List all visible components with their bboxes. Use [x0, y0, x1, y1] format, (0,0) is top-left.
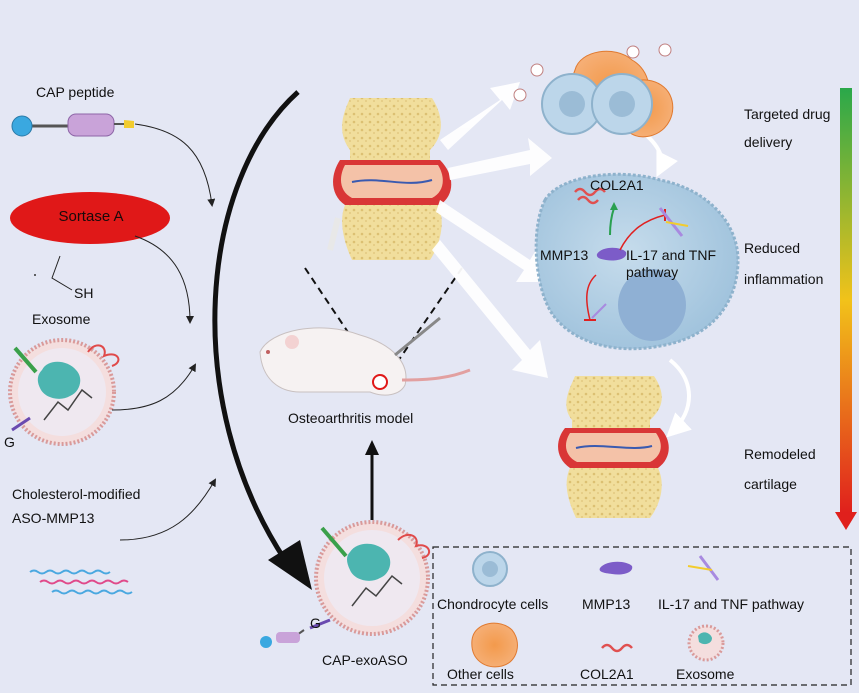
arrow-exosome-to-center — [111, 363, 196, 411]
legend-mmp13-icon — [599, 561, 633, 575]
legend-pathway-label: IL-17 and TNF pathway — [658, 596, 805, 612]
rat-icon — [259, 316, 471, 396]
legend-exosome-icon — [687, 624, 725, 662]
targeted-label-2: delivery — [744, 134, 793, 150]
g-label-left: G — [4, 434, 15, 450]
legend-chondrocyte-label: Chondrocyte cells — [437, 596, 549, 612]
pathway-cell-label-1: IL-17 and TNF — [626, 247, 717, 263]
legend-chondrocyte-icon — [472, 551, 508, 587]
legend-pathway-icon — [687, 555, 720, 581]
targeted-label-1: Targeted drug — [744, 106, 831, 122]
col2a1-label: COL2A1 — [590, 177, 644, 193]
cholesterol-label-1: Cholesterol-modified — [12, 486, 141, 502]
reduced-label-1: Reduced — [744, 240, 801, 256]
mmp13-cell-label: MMP13 — [540, 247, 589, 263]
sortase-label: Sortase A — [58, 208, 124, 225]
osteoarthritis-model-label: Osteoarthritis model — [288, 410, 414, 426]
joint-bottom-icon — [558, 376, 669, 518]
main-curved-arrow — [212, 90, 300, 562]
arrow-cap-to-center — [134, 123, 216, 207]
reduced-label-2: inflammation — [744, 271, 824, 287]
remodeled-label-1: Remodeled — [744, 446, 816, 462]
cap-peptide-label: CAP peptide — [36, 84, 115, 100]
pathway-cell-label-2: pathway — [626, 264, 679, 280]
cap-peptide-icon — [11, 113, 134, 137]
arrow-sortase-to-center — [134, 235, 194, 324]
legend-col2a1-label: COL2A1 — [580, 666, 634, 682]
cap-exoaso-icon — [260, 520, 431, 648]
gradient-arrow-head — [835, 512, 857, 530]
arrow-aso-to-center — [119, 478, 216, 541]
legend-box — [432, 546, 852, 686]
chondrocyte-cell-icon — [534, 172, 740, 351]
remodeled-label-2: cartilage — [744, 476, 797, 492]
white-arrows — [432, 82, 552, 378]
sortase-ellipse — [10, 192, 170, 244]
legend-exosome-label: Exosome — [676, 666, 735, 682]
legend-col2a1-icon — [601, 643, 633, 653]
legend-other-cells-label: Other cells — [447, 666, 514, 682]
main-arrow-head — [268, 540, 312, 590]
g-label-center: G — [310, 615, 321, 631]
cholesterol-label-2: ASO-MMP13 — [12, 510, 95, 526]
exosome-label: Exosome — [32, 311, 91, 327]
targeted-cells-icon — [513, 43, 674, 138]
exosome-left-icon — [8, 338, 120, 446]
legend-other-cells-icon — [471, 622, 518, 668]
cap-exoaso-label: CAP-exoASO — [322, 652, 408, 668]
outcome-gradient-bar — [840, 88, 852, 513]
aso-strands-icon — [29, 569, 133, 595]
sh-label: SH — [74, 285, 94, 301]
joint-top-icon — [327, 98, 452, 260]
legend-mmp13-label: MMP13 — [582, 596, 631, 612]
sh-linker-icon — [51, 255, 73, 291]
